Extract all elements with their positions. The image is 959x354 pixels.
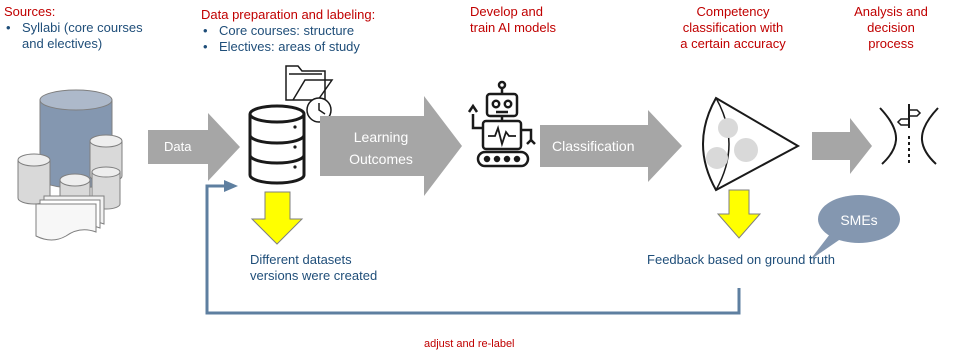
database-folder-icon: [248, 65, 334, 185]
preparation-item-core: Core courses: structure: [201, 23, 421, 39]
analysis-arrow: [812, 118, 872, 174]
feedback-yellow-arrow: [716, 189, 762, 239]
smes-label: SMEs: [840, 212, 878, 228]
datasets-note: Different datasets versions were created: [250, 252, 378, 283]
sources-list: Syllabi (core courses and electives): [4, 20, 144, 52]
classification-arrow: [540, 110, 682, 182]
loop-label: adjust and re-label: [424, 338, 515, 350]
classification-label: Classification: [552, 138, 635, 154]
smes-speech-bubble: [810, 195, 900, 260]
feedback-note: Feedback based on ground truth: [647, 252, 835, 267]
robot-icon: [467, 80, 536, 168]
data-arrow: [148, 113, 240, 181]
feedback-loop-line: [205, 180, 741, 315]
learning-outcomes-label: Learning Outcomes: [349, 129, 413, 167]
crossroads-decision-icon: [879, 104, 939, 165]
learning-outcomes-arrow: [320, 96, 462, 196]
preparation-item-electives: Electives: areas of study: [201, 39, 421, 55]
develop-title: Develop and train AI models: [470, 4, 556, 35]
sources-title: Sources:: [4, 4, 56, 19]
classifier-cone-icon: [702, 96, 801, 192]
preparation-title: Data preparation and labeling:: [201, 7, 376, 22]
analysis-title: Analysis and decision process: [854, 4, 928, 51]
datasets-yellow-arrow: [250, 191, 304, 245]
sources-item: Syllabi (core courses and electives): [4, 20, 144, 52]
sources-database-icon: [17, 89, 123, 241]
preparation-list: Core courses: structure Electives: areas…: [201, 23, 421, 55]
data-arrow-label: Data: [164, 139, 192, 154]
competency-title: Competency classification with a certain…: [680, 4, 786, 51]
